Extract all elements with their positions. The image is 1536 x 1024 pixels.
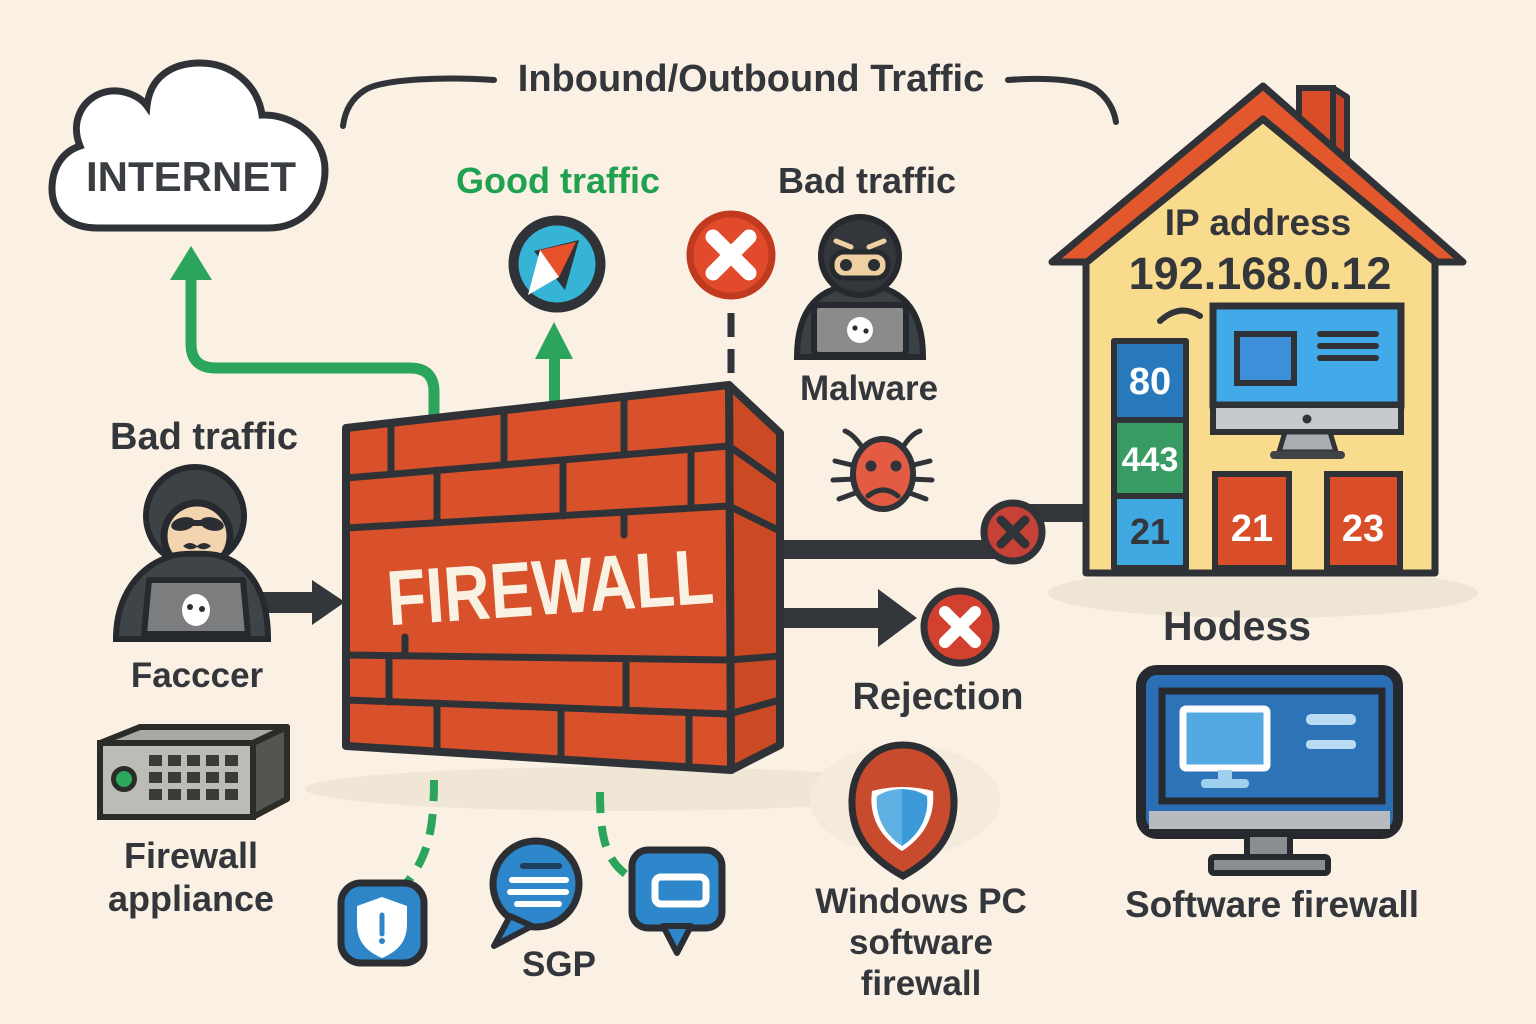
svg-text:Facccer: Facccer [131, 656, 264, 695]
svg-text:21: 21 [1231, 508, 1273, 550]
svg-text:Inbound/Outbound Traffic: Inbound/Outbound Traffic [518, 58, 984, 100]
svg-text:80: 80 [1129, 361, 1171, 403]
svg-text:Firewall: Firewall [124, 835, 258, 876]
svg-text:Windows PC: Windows PC [815, 882, 1027, 921]
svg-text:Hodess: Hodess [1163, 603, 1311, 649]
svg-text:software: software [849, 923, 993, 962]
svg-text:Good traffic: Good traffic [456, 160, 660, 201]
svg-text:21: 21 [1130, 511, 1170, 552]
svg-text:Bad traffic: Bad traffic [110, 416, 298, 458]
svg-text:192.168.0.12: 192.168.0.12 [1129, 248, 1392, 299]
svg-text:Rejection: Rejection [852, 676, 1023, 718]
svg-text:firewall: firewall [861, 964, 982, 1003]
svg-text:SGP: SGP [522, 945, 596, 984]
svg-text:23: 23 [1342, 508, 1384, 550]
svg-text:INTERNET: INTERNET [86, 153, 296, 200]
svg-text:IP address: IP address [1165, 202, 1351, 243]
svg-text:Malware: Malware [800, 369, 938, 408]
svg-text:appliance: appliance [108, 878, 274, 919]
svg-text:Software firewall: Software firewall [1125, 884, 1419, 925]
svg-text:Bad traffic: Bad traffic [778, 160, 956, 201]
svg-text:443: 443 [1122, 441, 1179, 479]
